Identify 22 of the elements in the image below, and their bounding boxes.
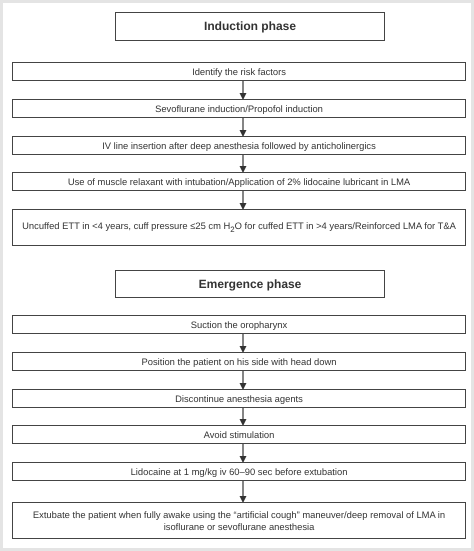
arrow — [240, 481, 246, 503]
step-box: Avoid stimulation — [12, 425, 466, 444]
arrow — [240, 408, 246, 426]
step-box: Position the patient on his side with head down — [12, 352, 466, 371]
phase-heading-box: Emergence phase — [115, 270, 385, 298]
arrow — [240, 81, 246, 100]
step-box: Sevoflurane induction/Propofol induction — [12, 99, 466, 118]
arrow — [240, 155, 246, 173]
arrow — [240, 191, 246, 210]
step-box: Discontinue anesthesia agents — [12, 389, 466, 408]
step-box: Lidocaine at 1 mg/kg iv 60–90 sec before extubation — [12, 462, 466, 481]
step-box: Identify the risk factors — [12, 62, 466, 81]
arrow — [240, 334, 246, 353]
step-box: Suction the oropharynx — [12, 315, 466, 334]
phase-heading-box: Induction phase — [115, 12, 385, 41]
step-box: Uncuffed ETT in <4 years, cuff pressure ≤25 cm H$_{2}$O for cuffed ETT in >4 years/Reinforced LMA for T&A — [12, 209, 466, 246]
step-box: IV line insertion after deep anesthesia followed by anticholinergics — [12, 136, 466, 155]
arrow — [240, 371, 246, 390]
step-box: Use of muscle relaxant with intubation/Application of 2% lidocaine lubricant in LMA — [12, 172, 466, 191]
step-box: Extubate the patient when fully awake using the “artificial cough” maneuver/deep removal of LMA in isoflurane or sevoflurane anesthesia — [12, 502, 466, 539]
arrow — [240, 444, 246, 463]
arrow — [240, 118, 246, 137]
